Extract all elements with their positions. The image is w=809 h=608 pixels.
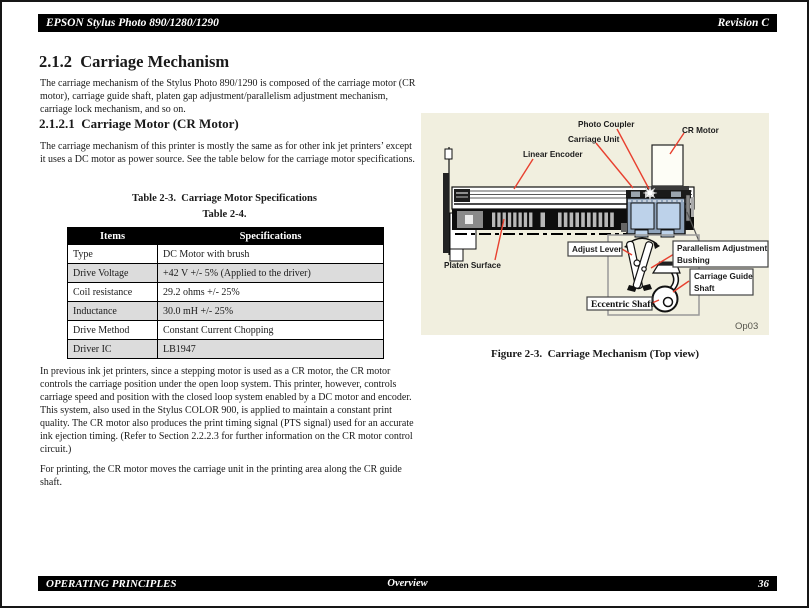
table-title: Table 2-3. Carriage Motor Specifications: [132, 193, 317, 204]
paragraph-carriage-motor: The carriage mechanism of this printer i…: [40, 141, 415, 165]
cell-item: Inductance: [67, 301, 158, 321]
label-adjust-lever: Adjust Lever: [572, 245, 622, 254]
label-cr-motor: CR Motor: [682, 126, 720, 135]
paragraph-closed-loop: In previous ink jet printers, since a st…: [40, 366, 414, 455]
cr-motor: [647, 144, 689, 190]
cell-item: Drive Method: [67, 320, 158, 340]
header-revision: Revision C: [717, 17, 769, 29]
figure-code: Op03: [735, 321, 758, 332]
eccentric-shaft-circle: [662, 296, 674, 308]
left-frame: [443, 147, 453, 255]
cell-spec: +42 V +/- 5% (Applied to the driver): [157, 263, 384, 283]
label-linear-encoder: Linear Encoder: [523, 150, 583, 159]
figure-caption: Figure 2-3. Carriage Mechanism (Top view…: [490, 348, 700, 360]
table-subtitle: Table 2-4.: [202, 209, 247, 220]
table-row: Drive Voltage +42 V +/- 5% (Applied to t…: [67, 263, 384, 283]
label-box-eccentric-shaft: Eccentric Shaft: [586, 296, 654, 311]
label-carriage-unit: Carriage Unit: [568, 135, 620, 144]
footer-section: Overview: [387, 578, 428, 589]
table-row: Inductance 30.0 mH +/- 25%: [67, 301, 384, 321]
footer-page-number: 36: [758, 577, 769, 590]
table-row: Type DC Motor with brush: [67, 244, 384, 264]
bushing-and-shaft-art: [651, 261, 681, 313]
paragraph-printing: For printing, the CR motor moves the car…: [40, 464, 402, 488]
label-box-parallelism: Parallelism Adjustment Bushing: [672, 240, 769, 268]
photo-coupler-starburst: [642, 185, 658, 201]
table-header-row: Items Specifications: [67, 227, 384, 245]
header-product-title: EPSON Stylus Photo 890/1280/1290: [46, 17, 219, 29]
page-footer-bar: Overview OPERATING PRINCIPLES 36: [38, 576, 777, 591]
label-box-adjust-lever: Adjust Lever: [567, 241, 623, 257]
label-parallelism-line2: Bushing: [677, 256, 710, 265]
table-row: Drive Method Constant Current Chopping: [67, 320, 384, 340]
cell-spec: 29.2 ohms +/- 25%: [157, 282, 384, 302]
cell-item: Drive Voltage: [67, 263, 158, 283]
col-header-specifications: Specifications: [157, 227, 384, 245]
cell-spec: Constant Current Chopping: [157, 320, 384, 340]
carriage-mechanism-diagram: Photo Coupler Carriage Unit CR Motor Lin…: [443, 120, 769, 332]
cell-spec: 30.0 mH +/- 25%: [157, 301, 384, 321]
col-header-items: Items: [67, 227, 158, 245]
label-photo-coupler: Photo Coupler: [578, 120, 635, 129]
label-parallelism-line1: Parallelism Adjustment: [677, 244, 768, 253]
section-heading: 2.1.2 Carriage Mechanism: [39, 52, 230, 71]
leader-lines: [494, 128, 690, 304]
label-guide-shaft-line1: Carriage Guide: [694, 272, 753, 281]
label-platen-surface: Platen Surface: [444, 261, 501, 270]
footer-chapter: OPERATING PRINCIPLES: [46, 577, 177, 590]
label-eccentric-shaft: Eccentric Shaft: [591, 300, 654, 310]
paragraph-carriage-mechanism: The carriage mechanism of the Stylus Pho…: [40, 78, 416, 115]
cell-spec: LB1947: [157, 339, 384, 359]
label-box-carriage-guide-shaft: Carriage Guide Shaft: [689, 268, 754, 296]
cell-spec: DC Motor with brush: [157, 244, 384, 264]
carriage-motor-spec-table: Items Specifications Type DC Motor with …: [67, 227, 384, 359]
subsection-heading: 2.1.2.1 Carriage Motor (CR Motor): [39, 116, 239, 131]
adjust-lever-art: [624, 237, 660, 292]
label-guide-shaft-line2: Shaft: [694, 284, 715, 293]
page-header-bar: EPSON Stylus Photo 890/1280/1290 Revisio…: [38, 14, 777, 32]
cell-item: Coil resistance: [67, 282, 158, 302]
table-row: Coil resistance 29.2 ohms +/- 25%: [67, 282, 384, 302]
cell-item: Type: [67, 244, 158, 264]
cell-item: Driver IC: [67, 339, 158, 359]
carriage-unit: [621, 190, 694, 238]
table-row: Driver IC LB1947: [67, 339, 384, 359]
figure-carriage-mechanism: Photo Coupler Carriage Unit CR Motor Lin…: [421, 113, 769, 335]
